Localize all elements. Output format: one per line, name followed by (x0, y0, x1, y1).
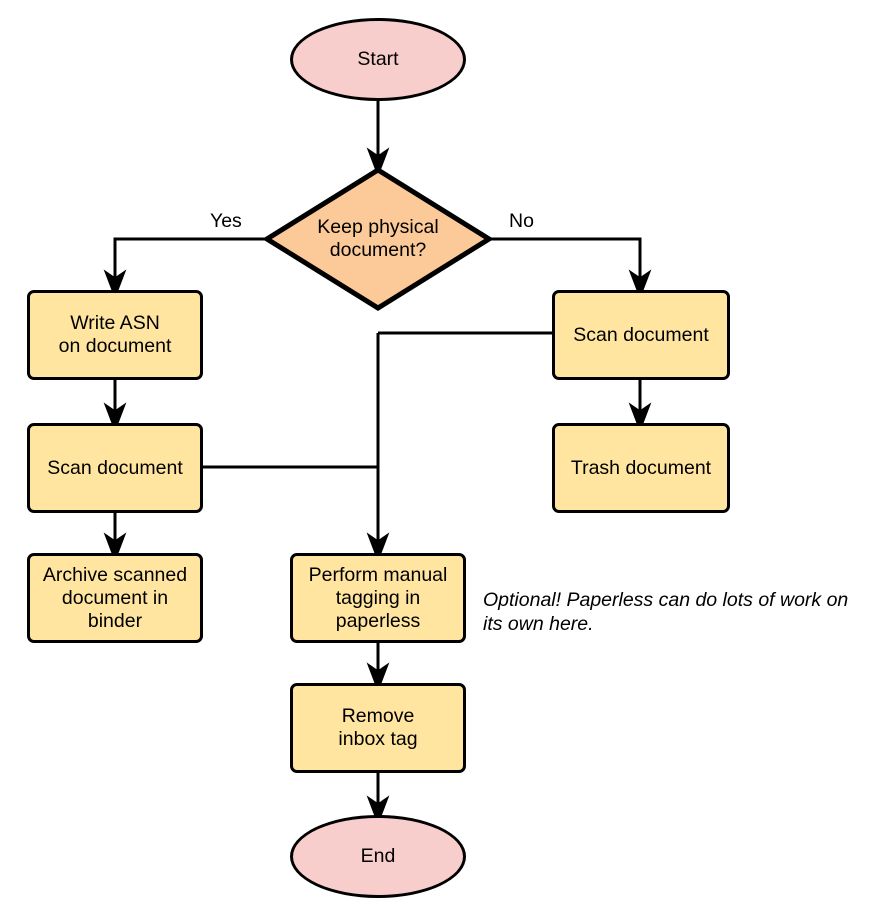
diamond-shape (264, 167, 492, 311)
edge-decision-to-write-asn (103, 237, 265, 300)
node-scan-document-left[interactable]: Scan document (27, 423, 203, 513)
node-keep-physical-document-decision[interactable]: Keep physical document? (264, 167, 492, 311)
node-scan-right-label: Scan document (573, 323, 709, 346)
annotation-optional-note: Optional! Paperless can do lots of work … (483, 589, 849, 635)
edge-decision-to-scan-right (490, 237, 652, 300)
node-write-asn-label: Write ASN on document (58, 312, 172, 357)
node-scan-left-label: Scan document (47, 456, 183, 479)
node-tagging-label: Perform manual tagging in paperless (308, 563, 448, 632)
node-trash-document[interactable]: Trash document (552, 423, 730, 513)
node-end[interactable]: End (290, 815, 466, 898)
node-end-label: End (360, 845, 396, 867)
node-start-label: Start (357, 48, 399, 70)
node-scan-document-right[interactable]: Scan document (552, 290, 730, 380)
node-remove-inbox-label: Remove inbox tag (338, 705, 418, 750)
node-write-asn-on-document[interactable]: Write ASN on document (27, 290, 203, 380)
node-archive-label: Archive scanned document in binder (42, 563, 188, 632)
node-decision-label: Keep physical document? (317, 216, 439, 261)
edge-label-no: No (509, 210, 534, 232)
edge-label-yes: Yes (210, 210, 242, 232)
node-trash-label: Trash document (570, 456, 712, 479)
node-perform-manual-tagging-in-paperless[interactable]: Perform manual tagging in paperless (290, 553, 466, 643)
node-archive-scanned-document-in-binder[interactable]: Archive scanned document in binder (27, 553, 203, 643)
node-remove-inbox-tag[interactable]: Remove inbox tag (290, 683, 466, 773)
node-start[interactable]: Start (290, 18, 466, 101)
